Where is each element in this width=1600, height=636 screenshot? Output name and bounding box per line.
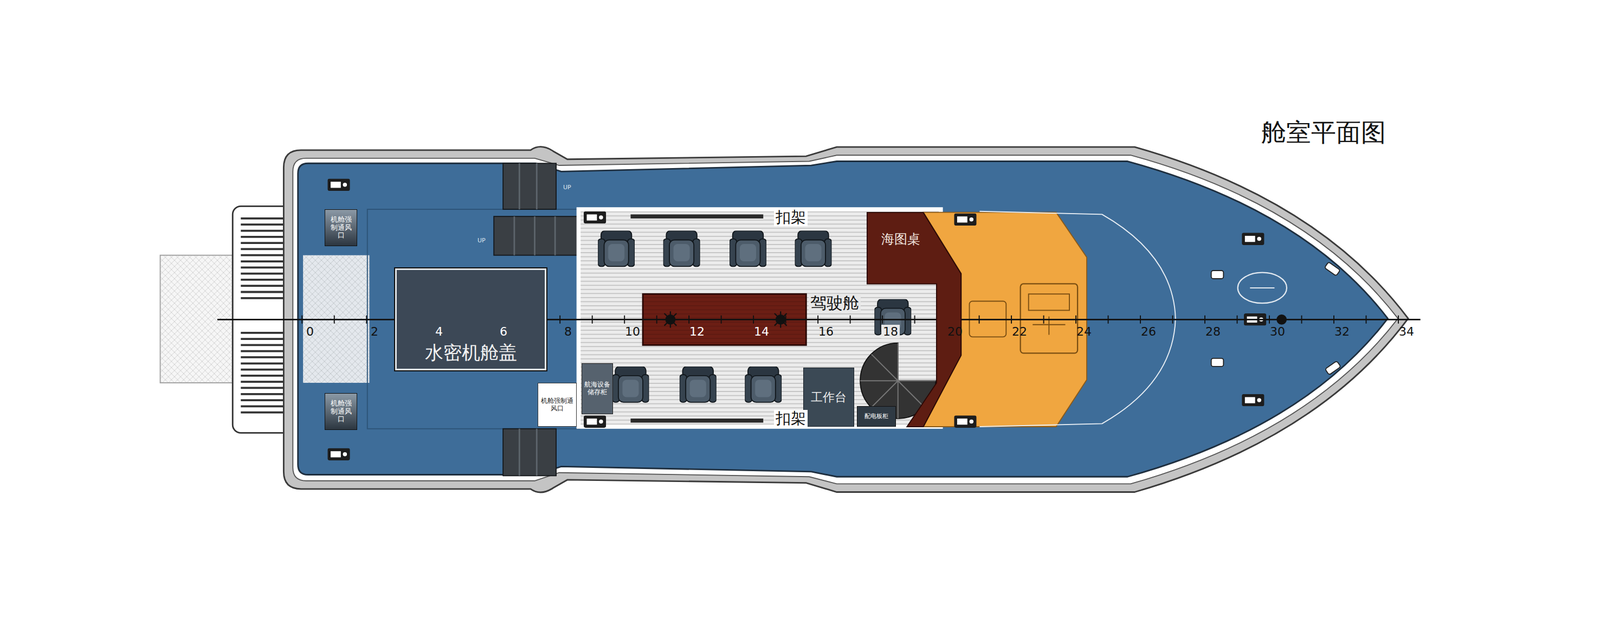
axis-number: 20 bbox=[947, 324, 963, 339]
vent-box: 机舱强制通风口 bbox=[537, 382, 577, 427]
part-label: 驾驶舱 bbox=[808, 293, 861, 313]
axis-number: 30 bbox=[1269, 324, 1286, 339]
axis-number: 24 bbox=[1076, 324, 1092, 339]
node-text: 水密机舱盖 bbox=[424, 342, 518, 364]
axis-number: 10 bbox=[624, 324, 641, 339]
storage-cabinet: 航海设备储存柜 bbox=[581, 363, 614, 415]
engine-hatch: 水密机舱盖 bbox=[395, 268, 547, 371]
axis-number: 32 bbox=[1334, 324, 1350, 339]
direction-label: UP bbox=[477, 237, 486, 245]
node-text: 配电板柜 bbox=[864, 413, 889, 421]
part-label: 扣架 bbox=[773, 208, 808, 227]
axis-number: 8 bbox=[564, 324, 572, 339]
node-text: 机舱强制通风口 bbox=[327, 399, 355, 424]
axis-number: 4 bbox=[435, 324, 443, 339]
axis-number: 16 bbox=[818, 324, 834, 339]
axis-number: 22 bbox=[1011, 324, 1028, 339]
axis-number: 0 bbox=[306, 324, 314, 339]
axis-number: 12 bbox=[689, 324, 705, 339]
chart-table: 海图桌 bbox=[866, 211, 963, 428]
node-text: 海图桌 bbox=[881, 231, 921, 248]
vent-box: 机舱强制通风口 bbox=[324, 392, 358, 430]
workbench: 工作台 bbox=[803, 367, 855, 427]
axis-number: 6 bbox=[499, 324, 508, 339]
vent-box: 机舱强制通风口 bbox=[324, 209, 358, 247]
axis-number: 18 bbox=[881, 324, 900, 339]
node-text: 机舱强制通风口 bbox=[540, 397, 574, 413]
node-text: 工作台 bbox=[810, 390, 847, 404]
axis-number: 26 bbox=[1140, 324, 1157, 339]
axis-number: 2 bbox=[370, 324, 379, 339]
node-text: 机舱强制通风口 bbox=[327, 215, 355, 241]
diagram-title: 舱室平面图 bbox=[1261, 118, 1386, 147]
switchboard: 配电板柜 bbox=[856, 405, 896, 427]
axis-number: 14 bbox=[753, 324, 770, 339]
direction-label: UP bbox=[563, 184, 572, 192]
node-text: 航海设备储存柜 bbox=[584, 381, 611, 397]
axis-number: 28 bbox=[1205, 324, 1221, 339]
chart-table-outline bbox=[867, 212, 961, 427]
part-label: 扣架 bbox=[773, 409, 808, 428]
axis-number: 34 bbox=[1398, 324, 1415, 339]
